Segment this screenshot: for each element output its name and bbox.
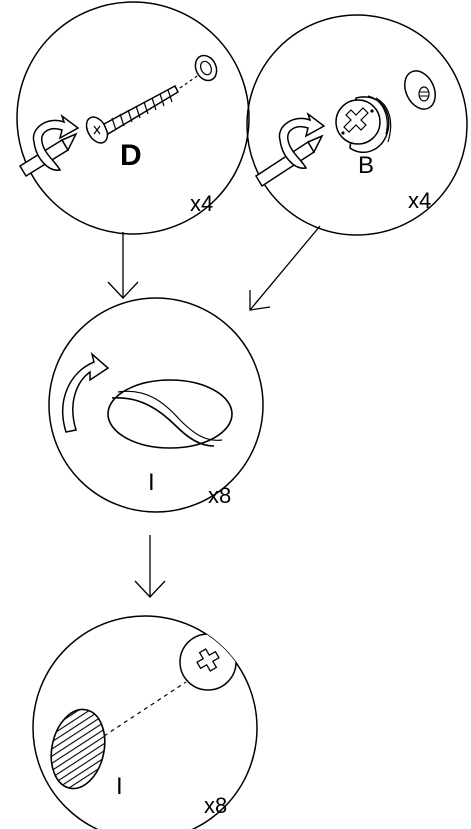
part-label-d: D: [120, 139, 142, 172]
quantity-label-b: x4: [408, 188, 431, 213]
rotate-arrow-icon: [278, 111, 326, 169]
screwdriver-icon: [254, 134, 324, 188]
step-2-circle: [246, 14, 468, 236]
cover-cap-icon: [50, 708, 106, 790]
part-label-i-apply: I: [116, 773, 123, 800]
cover-cap-icon: [107, 379, 233, 449]
step-2-cam-b: B x4: [246, 14, 468, 236]
rotate-arrow-icon: [62, 351, 110, 433]
step-3-cover-cap: I x8: [48, 297, 264, 513]
step-4-circle: [32, 615, 258, 829]
screw-icon: [85, 84, 179, 144]
flow-arrow-down-1: [107, 232, 139, 299]
step-3-circle: [48, 297, 264, 513]
rotate-arrow-icon: [32, 113, 80, 171]
flow-arrow-down-2: [134, 535, 166, 598]
guide-line: [179, 73, 201, 89]
cam-fitting-icon: [335, 95, 392, 153]
flow-arrow-diagonal: [249, 225, 321, 311]
hole-icon: [404, 70, 436, 110]
quantity-label-d: x4: [190, 191, 213, 216]
hole-icon: [194, 54, 218, 82]
part-label-b: B: [358, 152, 374, 179]
cam-hole-icon: [179, 633, 237, 691]
guide-line: [103, 681, 187, 737]
quantity-label-i-apply: x8: [204, 793, 227, 818]
step-1-circle: [16, 1, 250, 235]
part-label-i: I: [148, 469, 155, 496]
quantity-label-i: x8: [208, 483, 231, 508]
step-4-apply-cap: I x8: [32, 615, 258, 829]
step-1-screw-d: D x4: [16, 1, 250, 235]
